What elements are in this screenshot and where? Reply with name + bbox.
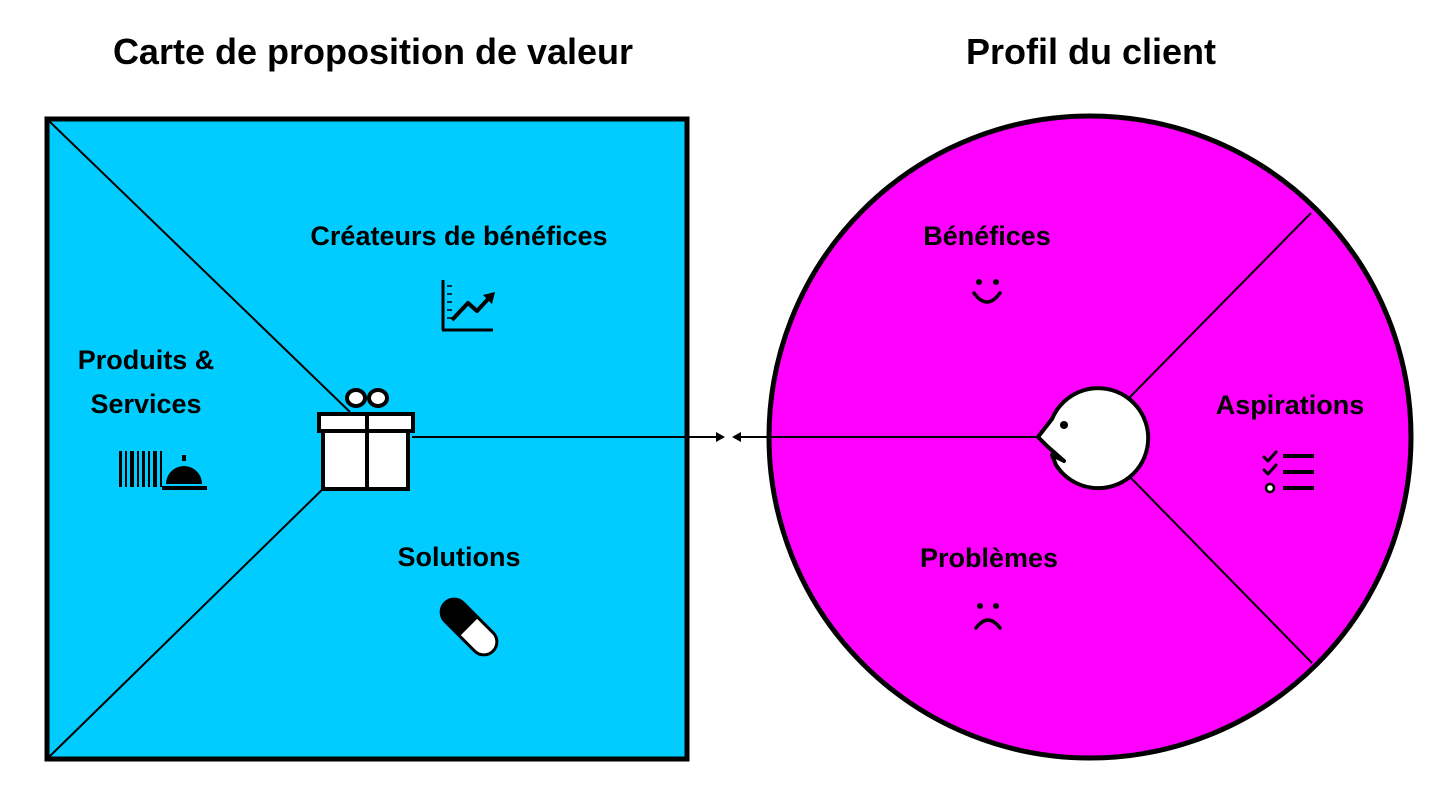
pain-relievers-label: Solutions — [398, 542, 521, 572]
value-map: Créateurs de bénéfices Produits & Servic… — [44, 116, 690, 762]
connector-arrowhead-left — [732, 432, 741, 442]
value-map-divider-bottom — [48, 481, 331, 758]
checklist-icon — [1262, 450, 1314, 494]
customer-profile: Bénéfices Aspirations Problèmes — [766, 113, 1414, 761]
barcode-service-bell-icon — [119, 451, 207, 490]
gift-box-icon — [317, 388, 415, 491]
pains-label: Problèmes — [920, 543, 1058, 573]
smiley-face-icon — [972, 279, 1002, 304]
profile-divider-upper — [1128, 212, 1312, 399]
value-map-divider-top — [48, 120, 351, 413]
gain-creators-label: Créateurs de bénéfices — [310, 221, 607, 251]
products-services-label-line2: Services — [90, 389, 201, 419]
connector-arrows — [412, 432, 770, 442]
growth-chart-icon — [441, 280, 495, 332]
customer-head-icon — [1036, 386, 1151, 491]
jobs-label: Aspirations — [1216, 390, 1365, 420]
value-map-title: Carte de proposition de valeur — [113, 31, 633, 72]
connector-arrowhead-right — [716, 432, 725, 442]
products-services-label-line1: Produits & — [78, 345, 215, 375]
sad-face-icon — [974, 603, 1002, 630]
profile-divider-lower — [1128, 475, 1313, 664]
customer-profile-title: Profil du client — [966, 31, 1216, 72]
gains-label: Bénéfices — [923, 221, 1051, 251]
